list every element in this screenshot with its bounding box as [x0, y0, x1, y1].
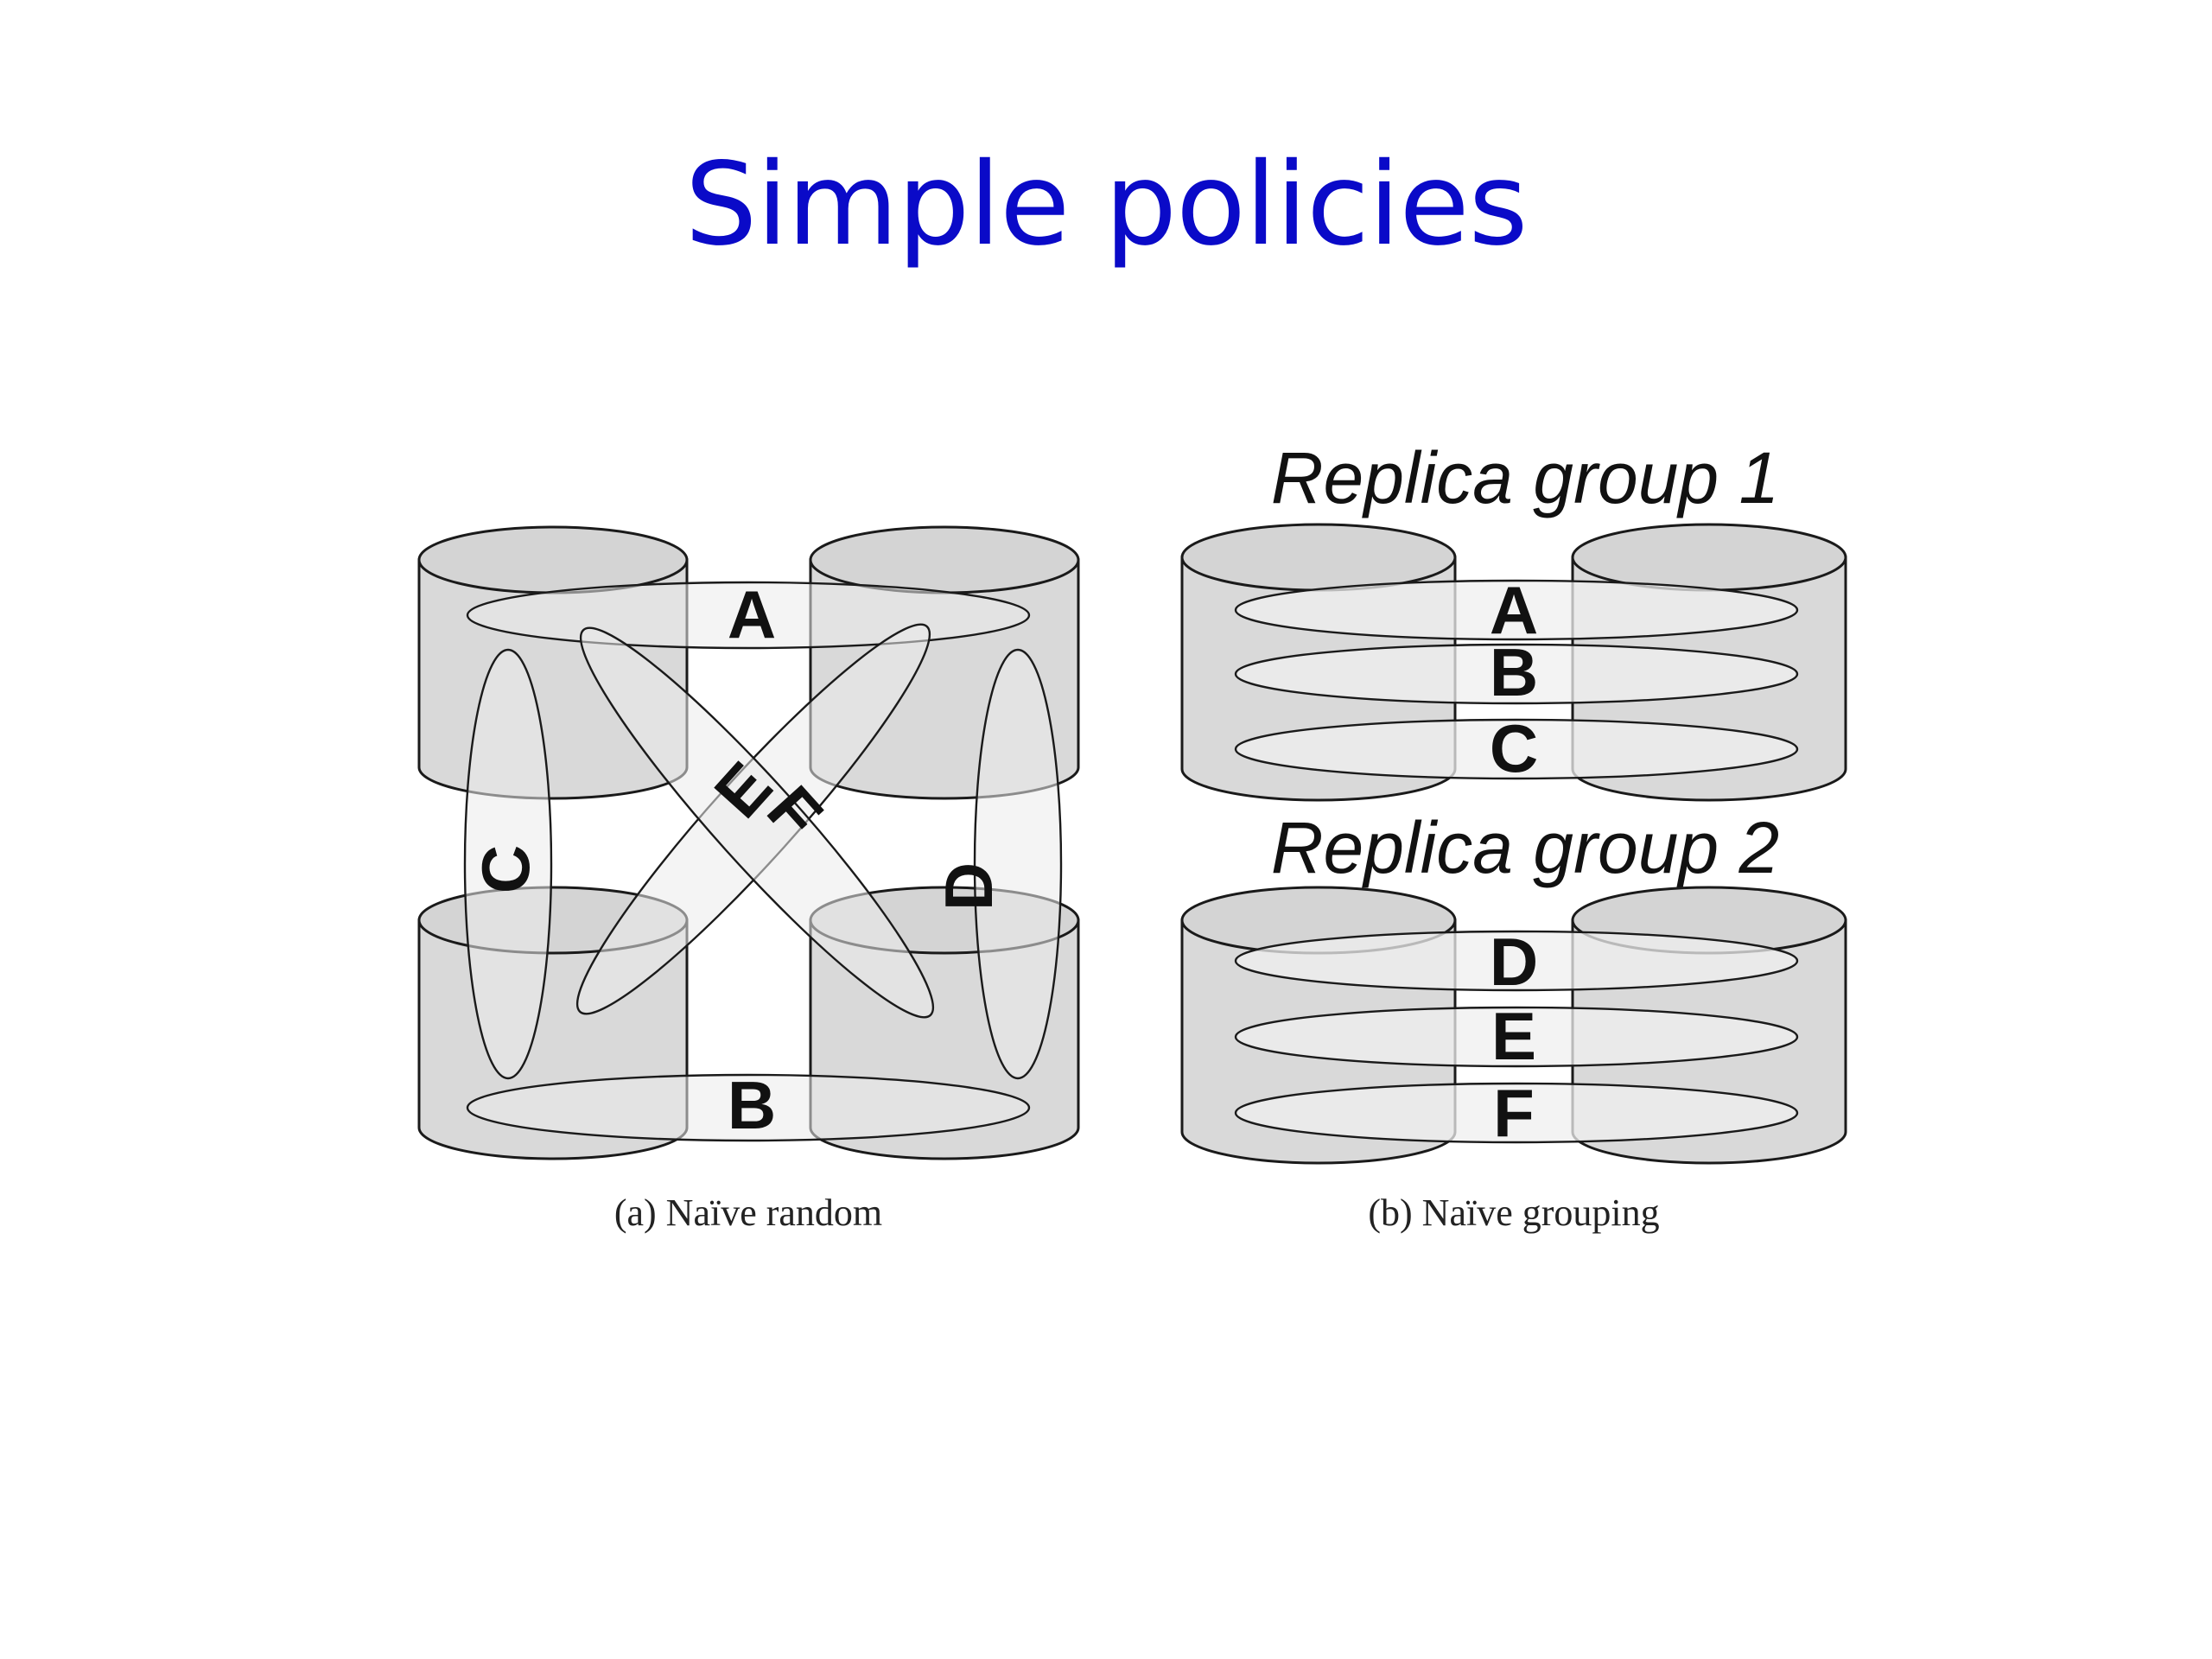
panel-naive-random: A B C D E F (a) Naïve random [417, 525, 1080, 1234]
replica-group-1-title: Replica group 1 [1271, 437, 1779, 518]
replica-ring-f [579, 626, 935, 1019]
label-c: C [467, 845, 543, 893]
group1-label-b: B [1490, 634, 1538, 710]
group2-ring-f [1234, 1082, 1799, 1144]
replica-group-2-title: Replica group 2 [1271, 807, 1779, 888]
replica-ring-b [466, 1073, 1031, 1142]
group2-label-d: D [1490, 924, 1538, 1000]
replica-ring-a [466, 581, 1031, 650]
label-d: D [931, 862, 1007, 911]
group1-ring-a [1234, 579, 1799, 641]
label-b: B [728, 1067, 776, 1143]
group1-label-c: C [1490, 710, 1538, 786]
caption-naive-grouping: (b) Naïve grouping [1368, 1192, 1659, 1234]
slide-title: Simple policies [684, 138, 1529, 271]
panel-naive-grouping: Replica group 1 A B C Replica group 2 D [1180, 437, 1847, 1234]
group2-ring-e [1234, 1006, 1799, 1068]
group1-ring-c [1234, 718, 1799, 780]
replica-ring-d [973, 648, 1063, 1080]
label-a: A [728, 576, 776, 652]
group1-label-a: A [1490, 572, 1538, 648]
group2-label-f: F [1493, 1075, 1535, 1151]
group2-ring-d [1234, 930, 1799, 992]
caption-naive-random: (a) Naïve random [614, 1192, 882, 1234]
group1-ring-b [1234, 643, 1799, 705]
replica-ring-c [463, 648, 553, 1080]
group2-label-e: E [1491, 998, 1536, 1074]
